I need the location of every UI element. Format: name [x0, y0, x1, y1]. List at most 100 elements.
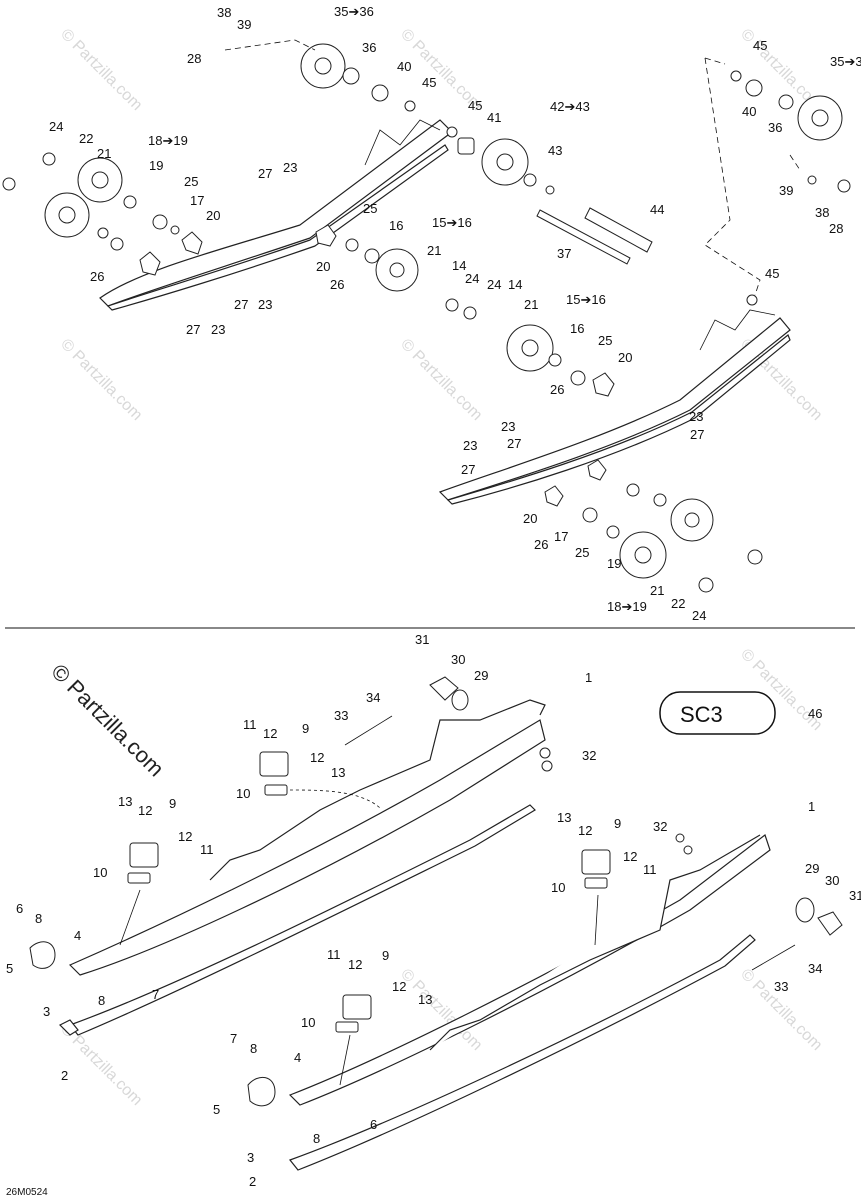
callout-label: 28 [187, 51, 201, 66]
watermark-text: © Partzilla.com [57, 26, 145, 114]
callout-label: 24 [49, 119, 63, 134]
callout-label: 46 [808, 706, 822, 721]
callout-label: 12 [578, 823, 592, 838]
callout-label: 44 [650, 202, 664, 217]
callout-label: 2 [61, 1068, 68, 1083]
callout-label: 9 [302, 721, 309, 736]
callout-label: 21 [524, 297, 538, 312]
callout-label: 34 [366, 690, 380, 705]
callout-label: 8 [98, 993, 105, 1008]
callout-label: 23 [689, 409, 703, 424]
callout-label: 38 [815, 205, 829, 220]
callout-label: 21 [650, 583, 664, 598]
callout-label: 12 [348, 957, 362, 972]
callout-label: 7 [152, 987, 159, 1002]
callout-label: 11 [243, 717, 257, 732]
callout-label: 22 [79, 131, 93, 146]
axle-shafts [536, 207, 653, 265]
callout-label: 39 [237, 17, 251, 32]
callout-label: 5 [213, 1102, 220, 1117]
callout-label: 20 [618, 350, 632, 365]
callout-label: 35➔36 [830, 54, 861, 69]
callout-label: 11 [200, 842, 214, 857]
callout-label: 12 [623, 849, 637, 864]
callout-label: 35➔36 [334, 4, 374, 19]
callout-label: 33 [774, 979, 788, 994]
callout-label: 26 [330, 277, 344, 292]
callout-label: 19 [607, 556, 621, 571]
upper-right-rail [438, 309, 791, 505]
callout-label: 24 [487, 277, 501, 292]
callout-label: 1 [585, 670, 592, 685]
watermark-text: © Partzilla.com [57, 336, 145, 424]
callout-label: 12 [263, 726, 277, 741]
callout-label: 12 [310, 750, 324, 765]
right-idler-wheel [730, 70, 851, 306]
callout-label: 8 [35, 911, 42, 926]
callout-label: 14 [452, 258, 466, 273]
callout-label: 8 [250, 1041, 257, 1056]
callout-label: 26 [550, 382, 564, 397]
callout-label: 10 [93, 865, 107, 880]
callout-label: 25 [575, 545, 589, 560]
callout-label: 8 [313, 1131, 320, 1146]
middle-wheel-set [315, 224, 615, 397]
callout-label: 34 [808, 961, 822, 976]
callout-label: 27 [234, 297, 248, 312]
callout-label: 16 [570, 321, 584, 336]
callout-label: 25 [184, 174, 198, 189]
callout-label: 29 [805, 861, 819, 876]
callout-label: 41 [487, 110, 501, 125]
callout-label: 33 [334, 708, 348, 723]
callout-label: 11 [327, 947, 341, 962]
callout-label: 27 [186, 322, 200, 337]
callout-label: 9 [614, 816, 621, 831]
callout-label: 5 [6, 961, 13, 976]
callout-label: 11 [643, 862, 657, 877]
callout-label: 32 [582, 748, 596, 763]
callout-label: 27 [507, 436, 521, 451]
callout-label: 12 [392, 979, 406, 994]
callout-label: 39 [779, 183, 793, 198]
callout-label: 3 [43, 1004, 50, 1019]
callout-label: 12 [178, 829, 192, 844]
center-idler-wheel [446, 126, 555, 195]
callout-label: 19 [149, 158, 163, 173]
callout-label: 13 [118, 794, 132, 809]
callout-label: 23 [283, 160, 297, 175]
upper-left-wheel-set [2, 152, 203, 276]
callout-label: 45 [468, 98, 482, 113]
callout-label: 36 [362, 40, 376, 55]
bottom-left-rail [29, 676, 546, 1036]
top-idler-wheel [300, 43, 416, 112]
callout-label: 32 [653, 819, 667, 834]
callout-label: 1 [808, 799, 815, 814]
bolts-and-nuts [344, 715, 796, 971]
callout-label: 15➔16 [566, 292, 606, 307]
callout-label: 21 [97, 146, 111, 161]
callout-label: 17 [190, 193, 204, 208]
callout-label: 45 [422, 75, 436, 90]
callout-label: 30 [825, 873, 839, 888]
callout-label: 25 [363, 201, 377, 216]
callout-label: 9 [169, 796, 176, 811]
callout-label: 18➔19 [148, 133, 188, 148]
callout-label: 15➔16 [432, 215, 472, 230]
callout-label: 38 [217, 5, 231, 20]
watermark-text: © Partzilla.com [46, 659, 169, 782]
watermark-layer: © Partzilla.com© Partzilla.com© Partzill… [57, 26, 825, 1109]
callout-label: 14 [508, 277, 522, 292]
callout-label: 42➔43 [550, 99, 590, 114]
callout-label: 27 [258, 166, 272, 181]
callout-label: 13 [557, 810, 571, 825]
callout-label: 4 [74, 928, 81, 943]
callout-label: 24 [692, 608, 706, 623]
callout-label: 26 [534, 537, 548, 552]
lower-right-wheel-set [544, 459, 763, 593]
callout-label: 21 [427, 243, 441, 258]
callout-label: 18➔19 [607, 599, 647, 614]
bottom-right-rail [247, 834, 843, 1171]
callout-label: 9 [382, 948, 389, 963]
callout-label: 37 [557, 246, 571, 261]
